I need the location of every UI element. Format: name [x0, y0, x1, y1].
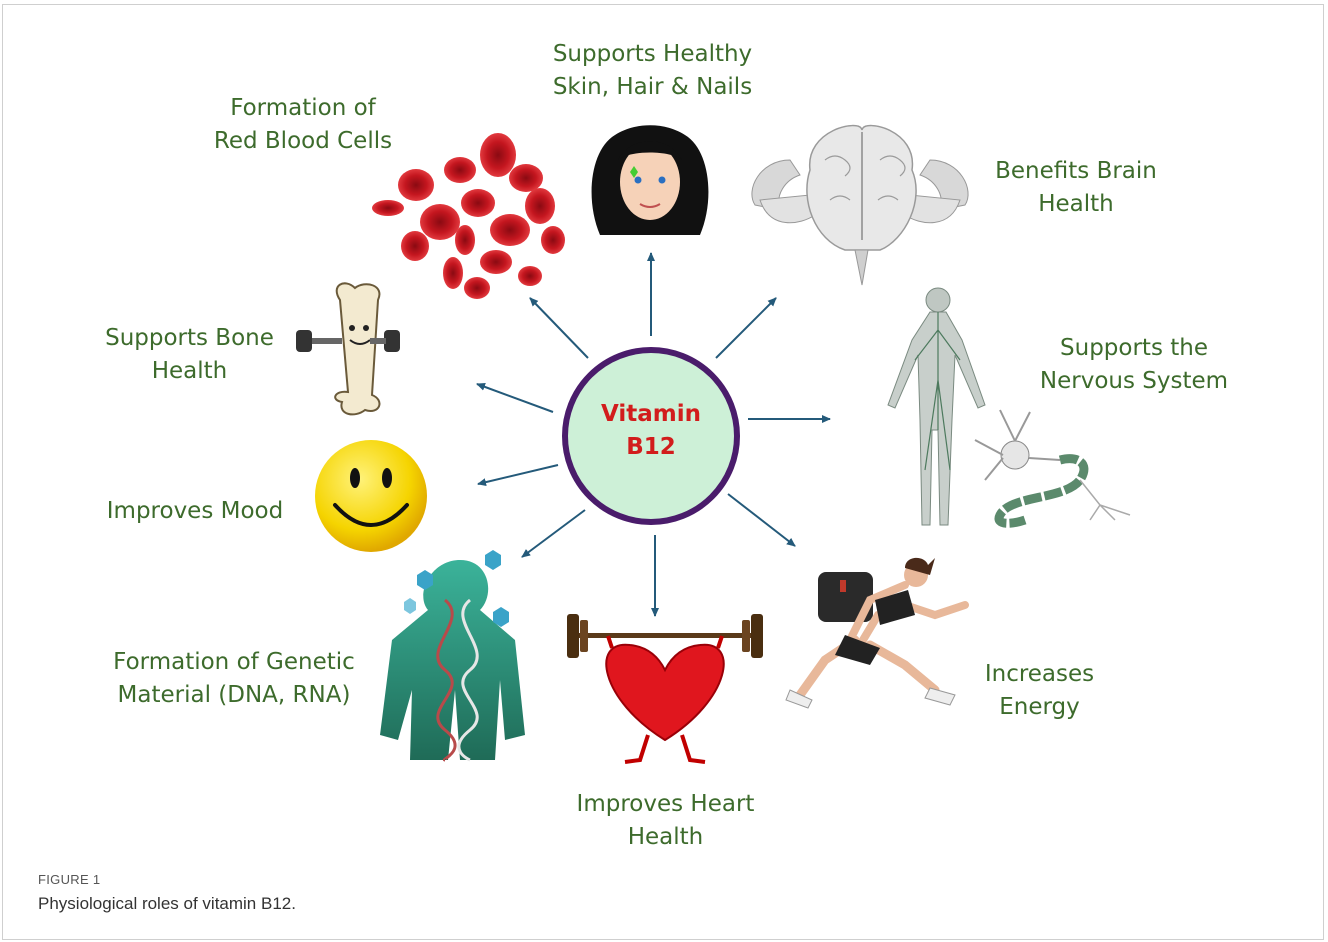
runner-icon: [785, 557, 969, 709]
label-brain-line1: Benefits Brain: [995, 158, 1157, 184]
arrow-brain: [715, 297, 777, 359]
label-skin-line1: Supports Healthy: [552, 41, 753, 67]
label-dna-line2: Material (DNA, RNA): [117, 682, 351, 708]
figure-frame: [2, 4, 1324, 940]
label-rbc-line1: Formation of: [230, 95, 376, 121]
label-heart-line1: Improves Heart: [576, 791, 755, 817]
label-skin-line2: Skin, Hair & Nails: [552, 74, 753, 100]
label-energy-line1: Increases: [984, 661, 1095, 687]
brain-icon: [751, 124, 969, 286]
arrow-bone: [476, 383, 554, 413]
smiley-icon: [315, 440, 427, 552]
center-label-line2: B12: [626, 434, 676, 460]
label-genetic-material: Formation of Genetic Material (DNA, RNA): [103, 646, 365, 712]
label-heart-health: Improves Heart Health: [568, 788, 763, 854]
center-circle: [562, 347, 740, 525]
label-brain-health: Benefits Brain Health: [985, 155, 1167, 221]
label-mood-line1: Improves Mood: [106, 498, 284, 524]
label-bone-line1: Supports Bone: [105, 325, 274, 351]
label-rbc-line2: Red Blood Cells: [213, 128, 393, 154]
bone-icon: [296, 282, 400, 416]
figure-label: FIGURE 1: [38, 872, 101, 887]
label-bone-health: Supports Bone Health: [97, 322, 282, 388]
label-heart-line2: Health: [627, 824, 704, 850]
arrows: [476, 252, 831, 617]
label-red-blood-cells: Formation of Red Blood Cells: [198, 92, 408, 158]
label-improves-mood: Improves Mood: [100, 495, 290, 528]
figure-caption: Physiological roles of vitamin B12.: [38, 894, 296, 913]
red-blood-cells-icon: [372, 133, 565, 299]
label-nervous-line2: Nervous System: [1039, 368, 1229, 394]
label-brain-line2: Health: [1038, 191, 1114, 217]
arrow-dna: [521, 509, 586, 558]
label-nervous-line1: Supports the: [1060, 335, 1208, 361]
arrow-mood: [477, 464, 559, 487]
center-label: Vitamin B12: [566, 398, 736, 464]
label-skin-hair-nails: Supports Healthy Skin, Hair & Nails: [545, 38, 760, 104]
label-dna-line1: Formation of Genetic: [113, 649, 355, 675]
arrow-rbc: [529, 297, 589, 359]
center-label-line1: Vitamin: [600, 401, 702, 427]
dna-body-icon: [380, 550, 525, 762]
arrow-energy: [727, 493, 796, 547]
label-increases-energy: Increases Energy: [972, 658, 1107, 724]
woman-face-icon: [591, 125, 709, 235]
label-nervous-system: Supports the Nervous System: [1030, 332, 1238, 398]
label-energy-line2: Energy: [999, 694, 1080, 720]
heart-weightlifter-icon: [567, 614, 763, 764]
label-bone-line2: Health: [151, 358, 228, 384]
nervous-system-icon: [887, 287, 1131, 528]
